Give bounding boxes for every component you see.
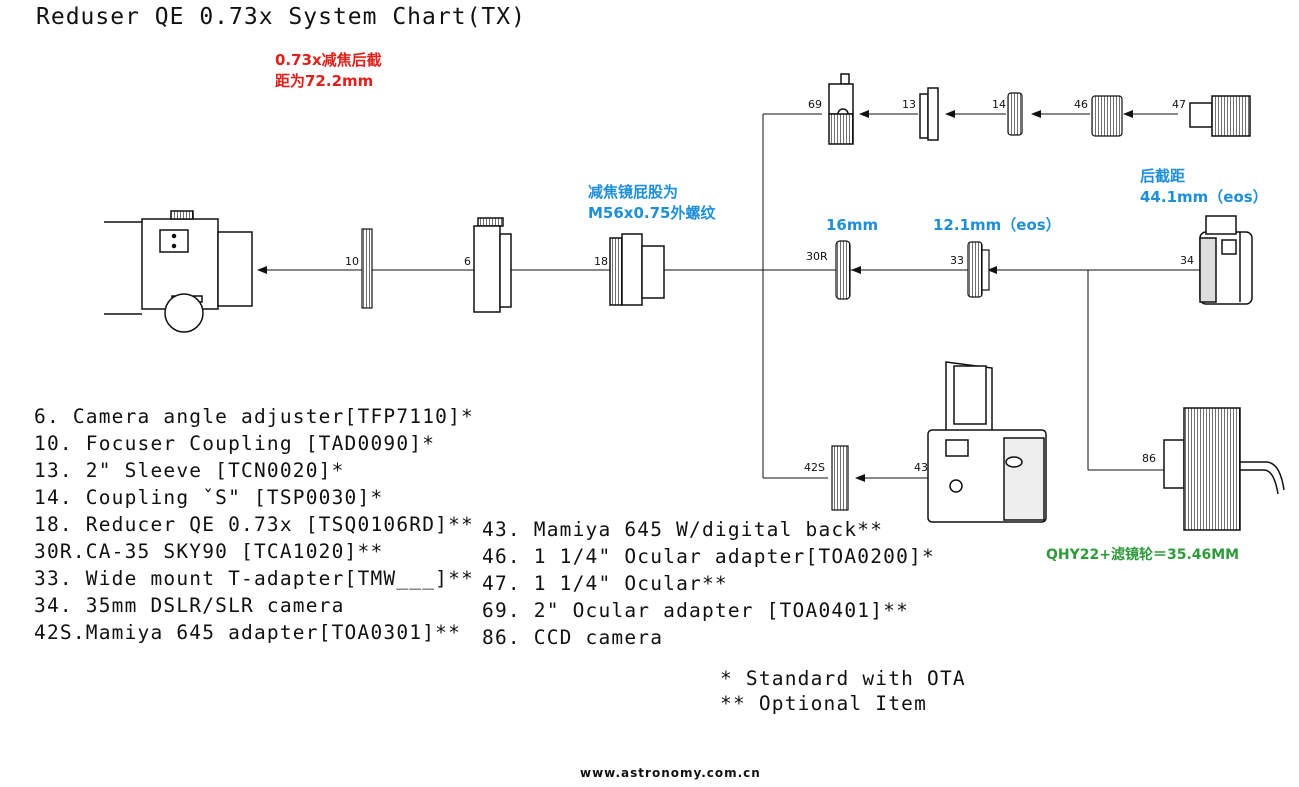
callout-reducer-thread: 减焦镜屁股为 M56x0.75外螺纹 (588, 183, 716, 222)
parts-list-item: 6. Camera angle adjuster[TFP7110]* (34, 405, 474, 428)
legend: * Standard with OTA ** Optional Item (720, 666, 966, 716)
parts-list-item: 34. 35mm DSLR/SLR camera (34, 594, 345, 617)
parts-list-item: 42S.Mamiya 645 adapter[TOA0301]** (34, 621, 462, 644)
part-42s-mamiya-adapter (831, 445, 849, 511)
part-number-labels: 69 13 14 46 47 10 6 18 30R 33 34 42S 43 … (345, 98, 1194, 474)
part-46-ocular-adapter (1091, 95, 1123, 137)
label-10: 10 (345, 255, 359, 268)
part-6-camera-angle-adjuster (473, 217, 512, 313)
label-43: 43 (914, 461, 928, 474)
parts-list-item: 86. CCD camera (482, 626, 664, 649)
connection-lines (257, 110, 1205, 482)
label-46: 46 (1074, 98, 1088, 111)
legend-optional: ** Optional Item (720, 692, 928, 715)
label-13: 13 (902, 98, 916, 111)
parts-list-item: 30R.CA-35 SKY90 [TCA1020]** (34, 540, 384, 563)
part-14-coupling-s (1007, 92, 1023, 136)
legend-standard: * Standard with OTA (720, 667, 966, 690)
label-42s: 42S (804, 461, 825, 474)
part-34-dslr-camera (1199, 215, 1253, 305)
part-47-ocular (1189, 95, 1251, 137)
parts-list-item: 69. 2" Ocular adapter [TOA0401]** (482, 599, 910, 622)
callout-12-1mm: 12.1mm（eos） (933, 216, 1061, 234)
part-13-sleeve (919, 87, 939, 141)
part-30r-ca35 (835, 240, 851, 300)
label-18: 18 (594, 255, 608, 268)
callout-eos-backfocus: 后截距 44.1mm（eos） (1140, 167, 1268, 206)
parts-list-item: 46. 1 1/4" Ocular adapter[TOA0200]* (482, 545, 935, 568)
parts-list-left: 6. Camera angle adjuster[TFP7110]* 10. F… (34, 403, 474, 646)
parts-list-item: 33. Wide mount T-adapter[TMW___]** (34, 567, 474, 590)
telescope-focuser (104, 210, 253, 333)
callout-073-backfocus: 0.73x减焦后截 距为72.2mm (275, 51, 382, 90)
label-47: 47 (1172, 98, 1186, 111)
part-86-ccd-camera (1163, 407, 1285, 531)
parts-list-item: 18. Reducer QE 0.73x [TSQ0106RD]** (34, 513, 474, 536)
page-title: Reduser QE 0.73x System Chart(TX) (36, 4, 526, 30)
footer-website: www.astronomy.com.cn (580, 766, 761, 780)
parts-list-right: 43. Mamiya 645 W/digital back** 46. 1 1/… (482, 516, 935, 651)
parts-list-item: 14. Coupling ˇS" [TSP0030]* (34, 486, 384, 509)
parts-list-item: 10. Focuser Coupling [TAD0090]* (34, 432, 436, 455)
parts-list-item: 13. 2" Sleeve [TCN0020]* (34, 459, 345, 482)
part-33-wide-mount-t-adapter (967, 241, 990, 298)
callout-16mm: 16mm (826, 216, 879, 234)
label-33: 33 (950, 254, 964, 267)
label-14: 14 (992, 98, 1006, 111)
part-10-focuser-coupling (361, 228, 373, 309)
callout-qhy22: QHY22+滤镜轮＝35.46MM (1046, 547, 1240, 563)
label-30r: 30R (806, 250, 828, 263)
part-18-reducer-qe (609, 233, 665, 306)
part-43-mamiya-645 (927, 361, 1047, 523)
parts-list-item: 47. 1 1/4" Ocular** (482, 572, 728, 595)
label-69: 69 (808, 98, 822, 111)
part-69-ocular-adapter-2in (828, 73, 854, 145)
label-34: 34 (1180, 254, 1194, 267)
parts-list-item: 43. Mamiya 645 W/digital back** (482, 518, 884, 541)
label-6: 6 (464, 255, 471, 268)
label-86: 86 (1142, 452, 1156, 465)
